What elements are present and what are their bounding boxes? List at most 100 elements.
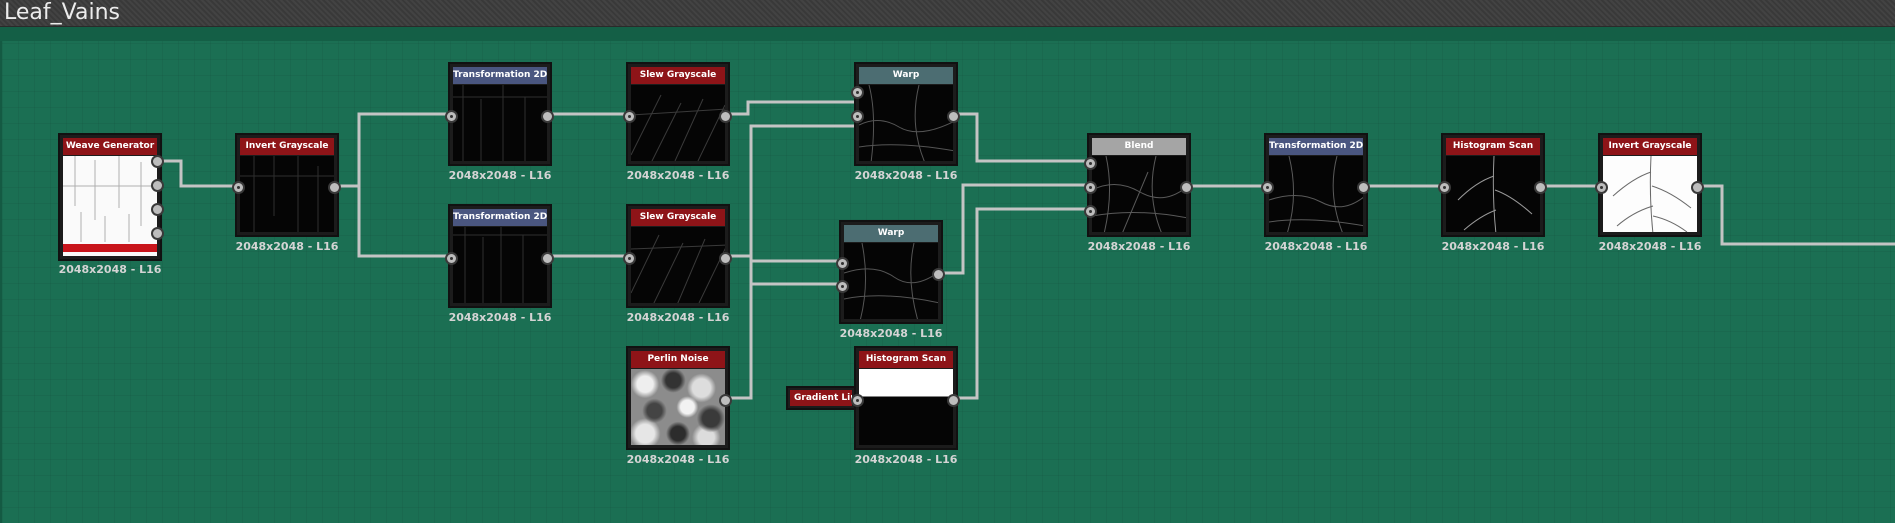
- canvas-top-band: [0, 27, 1895, 41]
- node-header: Transformation 2D: [453, 67, 547, 84]
- output-port[interactable]: [151, 179, 164, 192]
- resolution-label: 2048x2048 - L16: [839, 327, 943, 340]
- texture-thumbnail-icon: [1457, 156, 1533, 232]
- node-header: Transformation 2D: [453, 209, 547, 226]
- node-transformation-2d[interactable]: Transformation 2D: [1261, 133, 1370, 237]
- node-header: Perlin Noise: [631, 351, 725, 368]
- node-header: Slew Grayscale: [631, 67, 725, 84]
- input-port[interactable]: [836, 257, 849, 270]
- perlin-noise-thumbnail: [631, 369, 725, 445]
- output-port[interactable]: [932, 268, 945, 281]
- node-header: Slew Grayscale: [631, 209, 725, 226]
- output-port[interactable]: [151, 227, 164, 240]
- wire-weave-to-invert: [159, 159, 238, 188]
- output-port[interactable]: [947, 110, 960, 123]
- node-header: Transformation 2D: [1269, 138, 1363, 155]
- output-port[interactable]: [1180, 181, 1193, 194]
- input-port[interactable]: [623, 252, 636, 265]
- node-histogram-scan[interactable]: Histogram Scan: [1438, 133, 1547, 237]
- input-port[interactable]: [232, 181, 245, 194]
- node-perlin-noise[interactable]: Perlin Noise: [626, 346, 732, 450]
- texture-thumbnail-icon: [631, 234, 725, 303]
- output-port[interactable]: [719, 110, 732, 123]
- input-port[interactable]: [836, 280, 849, 293]
- wire-invert-to-transform2: [336, 184, 451, 258]
- input-port[interactable]: [1438, 181, 1451, 194]
- output-port[interactable]: [151, 155, 164, 168]
- output-port[interactable]: [151, 203, 164, 216]
- wire-slew2-to-warp2b: [727, 254, 842, 286]
- input-port[interactable]: [445, 110, 458, 123]
- weave-pattern-thumbnail: [63, 156, 157, 256]
- slew-grayscale-thumbnail: [631, 227, 725, 303]
- input-port[interactable]: [445, 252, 458, 265]
- output-port[interactable]: [328, 181, 341, 194]
- input-port[interactable]: [1261, 181, 1274, 194]
- wire-invert2-output: [1700, 184, 1895, 246]
- transformation-thumbnail: [453, 227, 547, 303]
- input-port[interactable]: [1084, 205, 1097, 218]
- node-transformation-2d[interactable]: Transformation 2D: [445, 204, 554, 308]
- node-invert-grayscale[interactable]: Invert Grayscale: [1595, 133, 1704, 237]
- node-slew-grayscale[interactable]: Slew Grayscale: [623, 62, 732, 166]
- invert-grayscale-thumbnail: [1603, 156, 1697, 232]
- texture-thumbnail-icon: [859, 85, 953, 161]
- histogram-scan-thumbnail: [859, 369, 953, 445]
- resolution-label: 2048x2048 - L16: [235, 240, 339, 253]
- node-histogram-scan[interactable]: Histogram Scan: [851, 346, 960, 450]
- node-blend[interactable]: Blend: [1084, 133, 1193, 237]
- output-port[interactable]: [1691, 181, 1704, 194]
- input-port[interactable]: [851, 110, 864, 123]
- node-header: Histogram Scan: [859, 351, 953, 368]
- node-gradient-linear[interactable]: Gradient Lin...: [786, 386, 856, 410]
- resolution-label: 2048x2048 - L16: [58, 263, 162, 276]
- node-header: Invert Grayscale: [1603, 138, 1697, 155]
- node-transformation-2d[interactable]: Transformation 2D: [445, 62, 554, 166]
- histogram-scan-thumbnail: [1446, 156, 1540, 232]
- texture-thumbnail-icon: [844, 243, 938, 319]
- output-port[interactable]: [541, 252, 554, 265]
- node-weave-generator[interactable]: Weave Generator: [58, 133, 164, 261]
- node-header: Warp: [859, 67, 953, 84]
- resolution-label: 2048x2048 - L16: [854, 169, 958, 182]
- leaf-veins-thumbnail-icon: [1612, 156, 1692, 232]
- wire-histogram1-to-blend: [955, 207, 1090, 400]
- output-port[interactable]: [719, 394, 732, 407]
- output-port[interactable]: [541, 110, 554, 123]
- graph-title: Leaf_Vains: [4, 0, 120, 25]
- node-header: Invert Grayscale: [240, 138, 334, 155]
- input-port[interactable]: [851, 394, 864, 407]
- resolution-label: 2048x2048 - L16: [626, 453, 730, 466]
- weave-pattern-icon: [63, 156, 157, 256]
- wire-warp1-to-blend: [955, 112, 1090, 163]
- slew-grayscale-thumbnail: [631, 85, 725, 161]
- node-warp[interactable]: Warp: [836, 220, 945, 324]
- texture-thumbnail-icon: [1092, 156, 1186, 232]
- blend-thumbnail: [1092, 156, 1186, 232]
- resolution-label: 2048x2048 - L16: [1264, 240, 1368, 253]
- texture-thumbnail-icon: [1269, 156, 1363, 232]
- graph-title-bar: Leaf_Vains: [0, 0, 1895, 27]
- invert-grayscale-thumbnail: [240, 156, 334, 232]
- texture-thumbnail-icon: [453, 85, 547, 161]
- wire-slew1-to-warp1: [727, 100, 857, 116]
- node-warp[interactable]: Warp: [851, 62, 960, 166]
- warp-thumbnail: [859, 85, 953, 161]
- node-header: Weave Generator: [63, 138, 157, 155]
- input-port[interactable]: [1084, 157, 1097, 170]
- input-port[interactable]: [851, 86, 864, 99]
- output-port[interactable]: [947, 394, 960, 407]
- texture-thumbnail-icon: [453, 227, 547, 303]
- input-port[interactable]: [1595, 181, 1608, 194]
- wire-invert-to-transform1: [336, 112, 451, 188]
- input-port[interactable]: [623, 110, 636, 123]
- output-port[interactable]: [719, 252, 732, 265]
- resolution-label: 2048x2048 - L16: [1441, 240, 1545, 253]
- input-port[interactable]: [1084, 181, 1097, 194]
- output-port[interactable]: [1357, 181, 1370, 194]
- texture-thumbnail-icon: [631, 94, 725, 161]
- node-slew-grayscale[interactable]: Slew Grayscale: [623, 204, 732, 308]
- output-port[interactable]: [1534, 181, 1547, 194]
- node-invert-grayscale[interactable]: Invert Grayscale: [232, 133, 341, 237]
- node-header: Histogram Scan: [1446, 138, 1540, 155]
